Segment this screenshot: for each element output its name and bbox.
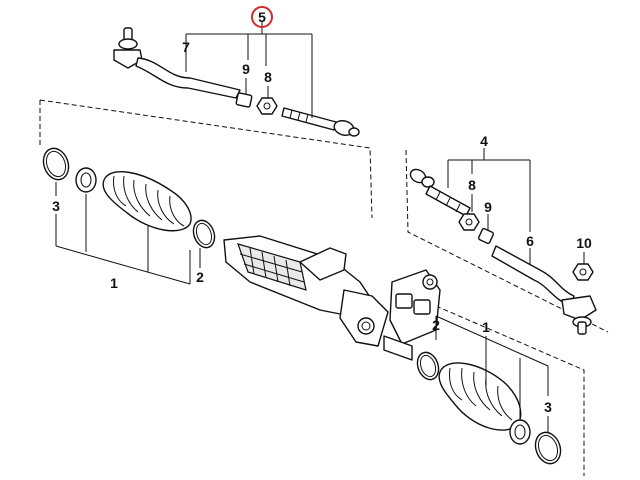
right-boot-collar — [509, 419, 531, 445]
left-inner-tie-rod — [281, 107, 360, 137]
left-clamp-small — [192, 219, 216, 249]
steering-rack-housing — [223, 235, 389, 347]
callout-8-right[interactable]: 8 — [468, 177, 476, 193]
right-tie-rod-leaders — [447, 148, 585, 264]
left-lock-nut — [256, 97, 278, 115]
rack-valve-body — [383, 269, 441, 361]
callout-2-right[interactable]: 2 — [432, 317, 440, 333]
left-boot-leaders — [55, 182, 201, 285]
callout-3-left[interactable]: 3 — [52, 198, 60, 214]
right-group-dashed-outline — [405, 149, 609, 476]
highlight-ring-callout-5 — [251, 6, 273, 28]
callout-9-right[interactable]: 9 — [484, 199, 492, 215]
right-sleeve — [477, 227, 495, 245]
left-group-dashed-outline — [39, 99, 373, 219]
left-clamp-large — [42, 147, 70, 181]
right-clamp-large — [534, 431, 562, 465]
callout-6[interactable]: 6 — [526, 233, 534, 249]
right-clamp-small — [416, 351, 440, 381]
right-inner-tie-rod — [409, 168, 471, 217]
callout-3-right[interactable]: 3 — [544, 399, 552, 415]
right-bellows-boot — [438, 362, 522, 431]
callout-1-right[interactable]: 1 — [482, 319, 490, 335]
left-boot-collar — [75, 167, 97, 193]
callout-1-left[interactable]: 1 — [110, 275, 118, 291]
right-boot-leaders — [435, 315, 549, 432]
left-sleeve — [235, 92, 253, 108]
callout-4[interactable]: 4 — [480, 133, 488, 149]
left-tie-rod-end — [113, 27, 241, 99]
right-tie-rod-end — [491, 245, 597, 335]
callout-8-left[interactable]: 8 — [264, 69, 272, 85]
callout-5[interactable]: 5 — [258, 9, 266, 25]
callout-7[interactable]: 7 — [182, 39, 190, 55]
left-tie-rod-leaders — [185, 22, 313, 118]
self-locking-nut — [572, 263, 594, 281]
left-bellows-boot — [102, 171, 192, 232]
right-lock-nut — [458, 213, 480, 231]
callout-2-left[interactable]: 2 — [196, 269, 204, 285]
callout-10[interactable]: 10 — [576, 235, 592, 251]
callout-9-left[interactable]: 9 — [242, 61, 250, 77]
